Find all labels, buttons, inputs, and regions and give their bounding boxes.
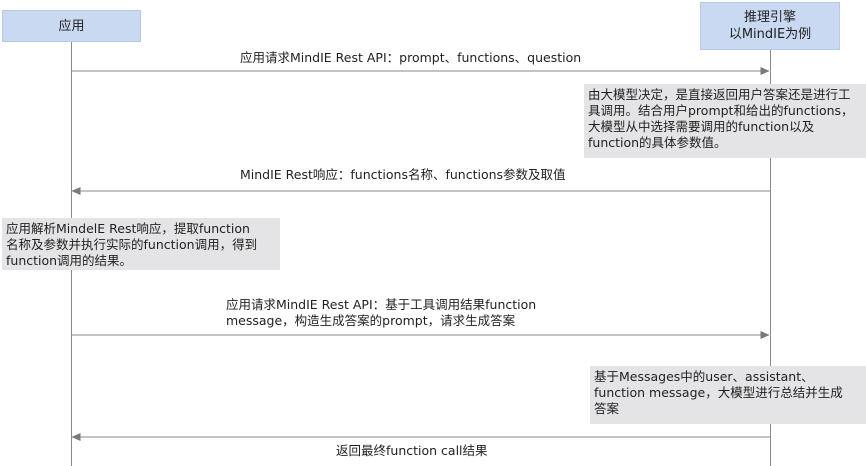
message-1-label: 应用请求MindIE Rest API：prompt、functions、que… (240, 50, 582, 65)
lifeline-engine (770, 50, 771, 466)
message-2-label: MindIE Rest响应：functions名称、functions参数及取值 (240, 167, 566, 182)
note-2-line2: 名称及参数并执行实际的function调用，得到 (6, 237, 258, 252)
message-3-label-line1: 应用请求MindIE Rest API：基于工具调用结果function (226, 297, 537, 312)
actor-app: 应用 (2, 10, 141, 42)
note-1-line2: 具调用。结合用户prompt和给出的functions， (588, 103, 854, 118)
note-1-line4: function的具体参数值。 (588, 135, 727, 150)
note-engine-summary: 基于Messages中的user、assistant、 function mes… (590, 366, 866, 424)
message-4-label: 返回最终function call结果 (336, 443, 488, 458)
note-3-line3: 答案 (594, 401, 620, 416)
message-3-label-line2: message，构造生成答案的prompt，请求生成答案 (226, 313, 516, 328)
note-2-line3: function调用的结果。 (6, 253, 133, 268)
note-3-line1: 基于Messages中的user、assistant、 (594, 369, 814, 384)
note-1-line1: 由大模型决定，是直接返回用户答案还是进行工 (588, 87, 851, 102)
note-2-line1: 应用解析MindelE Rest响应，提取function (6, 221, 250, 236)
actor-app-label: 应用 (58, 18, 85, 34)
actor-engine-label-line2: 以MindIE为例 (728, 27, 812, 42)
message-3-label: 应用请求MindIE Rest API：基于工具调用结果function mes… (226, 297, 536, 329)
note-1-line3: 大模型从中选择需要调用的function以及 (588, 119, 815, 134)
actor-inference-engine: 推理引擎 以MindIE为例 (700, 2, 840, 50)
note-app-parse: 应用解析MindelE Rest响应，提取function 名称及参数并执行实际… (2, 218, 280, 270)
actor-engine-label-line1: 推理引擎 (743, 10, 796, 25)
note-engine-decision: 由大模型决定，是直接返回用户答案还是进行工 具调用。结合用户prompt和给出的… (584, 84, 866, 158)
note-3-line2: function message，大模型进行总结并生成 (594, 385, 843, 400)
